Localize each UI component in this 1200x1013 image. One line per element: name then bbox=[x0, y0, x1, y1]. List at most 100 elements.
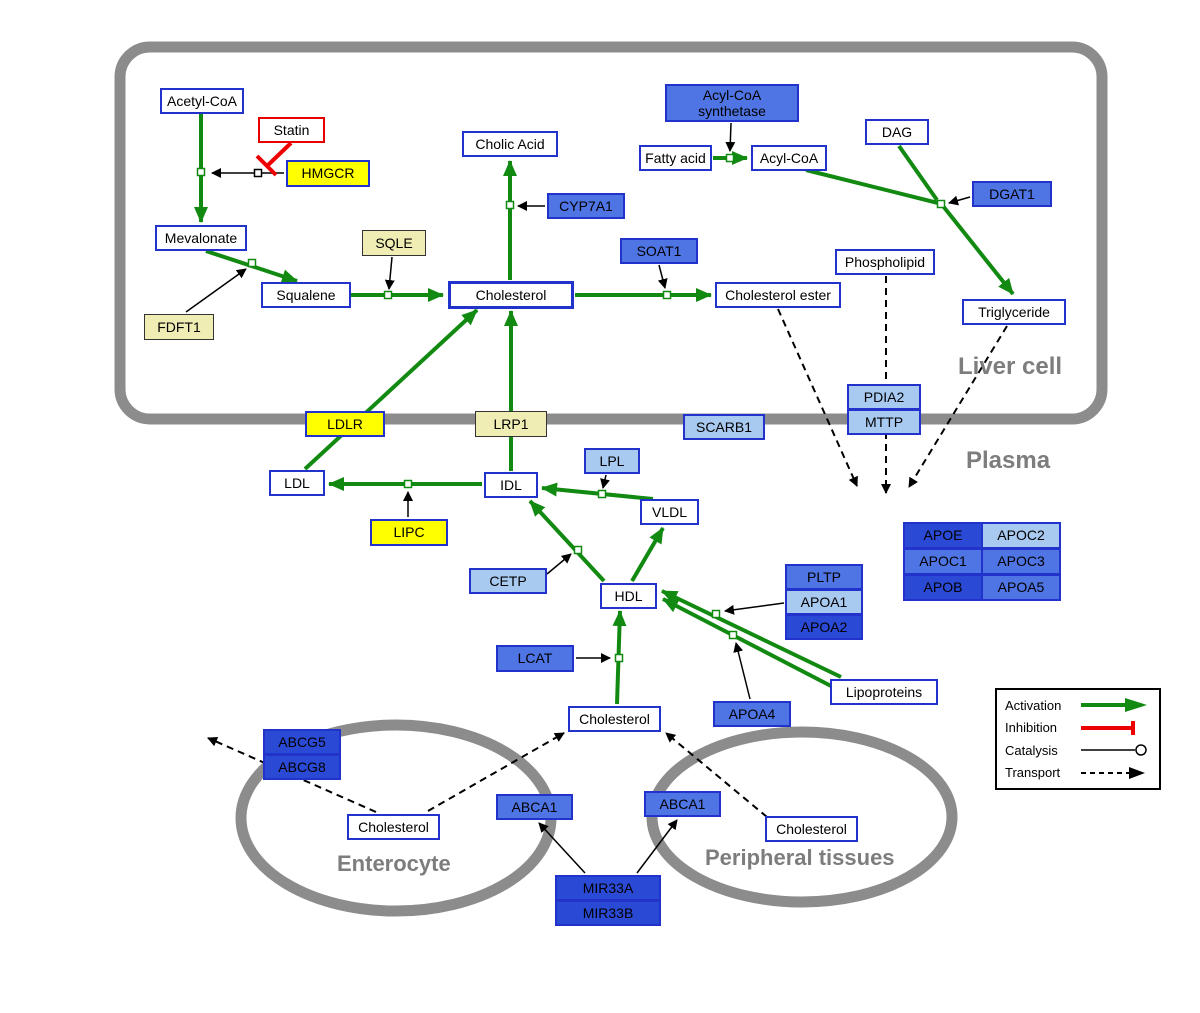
node-pdia2[interactable]: PDIA2 bbox=[847, 384, 921, 410]
catalysis-dgat1 bbox=[948, 195, 971, 206]
legend-activation-label: Activation bbox=[1005, 697, 1062, 713]
transport-peripheral-cholesterol bbox=[665, 732, 768, 818]
legend-inhibition: Inhibition bbox=[1005, 720, 1151, 736]
legend-transport-label: Transport bbox=[1005, 765, 1061, 781]
node-cyp7a1[interactable]: CYP7A1 bbox=[547, 193, 625, 219]
node-statin[interactable]: Statin bbox=[258, 117, 325, 143]
node-abcg5[interactable]: ABCG5 bbox=[263, 729, 341, 755]
node-cholesterol-enterocyte[interactable]: Cholesterol bbox=[347, 814, 440, 840]
legend-activation: Activation bbox=[1005, 697, 1151, 713]
transport-triglyceride-plasma bbox=[908, 325, 1008, 488]
node-fdft1[interactable]: FDFT1 bbox=[144, 314, 214, 340]
node-acyl-coa[interactable]: Acyl-CoA bbox=[751, 145, 827, 171]
node-cholesterol-ester[interactable]: Cholesterol ester bbox=[715, 282, 841, 308]
node-apoa2[interactable]: APOA2 bbox=[785, 614, 863, 640]
catalysis-acylcoa-synthetase bbox=[725, 122, 736, 152]
label-liver-cell: Liver cell bbox=[958, 353, 1063, 380]
node-lrp1[interactable]: LRP1 bbox=[475, 411, 547, 437]
node-abcg8[interactable]: ABCG8 bbox=[263, 754, 341, 780]
legend-transport: Transport bbox=[1005, 765, 1151, 781]
catalysis-soat1 bbox=[657, 264, 668, 289]
transport-enterocyte-cholesterol bbox=[427, 732, 565, 812]
node-phospholipid[interactable]: Phospholipid bbox=[835, 249, 935, 275]
catalysis-lpl bbox=[600, 474, 610, 489]
edge-acylcoa-dgatnode bbox=[805, 168, 939, 205]
node-acyl-coa-synthetase[interactable]: Acyl-CoA synthetase bbox=[665, 84, 799, 122]
edge-lipoproteins-hdl-2 bbox=[661, 589, 842, 679]
node-mir33b[interactable]: MIR33B bbox=[555, 900, 661, 926]
transport-dashed-arrow-icon bbox=[1081, 766, 1145, 779]
edge-vldl-idl bbox=[541, 482, 654, 501]
edge-dgatnode-triglyceride bbox=[941, 204, 1015, 296]
node-apoc1[interactable]: APOC1 bbox=[903, 548, 983, 575]
peripheral-tissues-membrane bbox=[646, 726, 958, 908]
node-dag[interactable]: DAG bbox=[865, 119, 929, 145]
node-vldl[interactable]: VLDL bbox=[640, 499, 699, 525]
node-cetp[interactable]: CETP bbox=[469, 568, 547, 594]
junction-nodes bbox=[196, 153, 946, 663]
node-apob[interactable]: APOB bbox=[903, 574, 983, 601]
node-apoc3[interactable]: APOC3 bbox=[981, 548, 1061, 575]
node-hmgcr[interactable]: HMGCR bbox=[286, 160, 370, 187]
node-abca1-peripheral[interactable]: ABCA1 bbox=[644, 791, 721, 817]
catalysis-circle-icon bbox=[1081, 744, 1147, 756]
node-scarb1[interactable]: SCARB1 bbox=[683, 414, 765, 440]
catalysis-fdft1 bbox=[185, 268, 247, 313]
node-lipoproteins[interactable]: Lipoproteins bbox=[830, 679, 938, 705]
node-mttp[interactable]: MTTP bbox=[847, 409, 921, 435]
legend: Activation Inhibition Catalysis Transpor… bbox=[995, 688, 1161, 790]
legend-catalysis: Catalysis bbox=[1005, 742, 1151, 758]
label-plasma: Plasma bbox=[966, 447, 1051, 474]
node-apoc2[interactable]: APOC2 bbox=[981, 522, 1061, 549]
activation-edges bbox=[194, 114, 1015, 705]
node-mevalonate[interactable]: Mevalonate bbox=[155, 225, 247, 251]
node-cholic-acid[interactable]: Cholic Acid bbox=[462, 131, 558, 157]
node-apoa4[interactable]: APOA4 bbox=[713, 701, 791, 727]
edge-dag-dgatnode bbox=[897, 144, 939, 202]
node-ldlr[interactable]: LDLR bbox=[305, 411, 385, 437]
node-lipc[interactable]: LIPC bbox=[370, 519, 448, 546]
node-cholesterol-liver[interactable]: Cholesterol bbox=[448, 281, 574, 309]
node-mir33a[interactable]: MIR33A bbox=[555, 875, 661, 901]
node-cholesterol-plasma[interactable]: Cholesterol bbox=[568, 706, 661, 732]
node-idl[interactable]: IDL bbox=[484, 472, 538, 498]
node-fatty-acid[interactable]: Fatty acid bbox=[639, 145, 712, 171]
edge-hdl-idl bbox=[528, 499, 606, 583]
node-abca1-enterocyte[interactable]: ABCA1 bbox=[496, 794, 573, 820]
node-triglyceride[interactable]: Triglyceride bbox=[962, 299, 1066, 325]
inhibition-edge bbox=[255, 141, 293, 177]
node-lpl[interactable]: LPL bbox=[584, 448, 640, 474]
node-dgat1[interactable]: DGAT1 bbox=[972, 181, 1052, 207]
transport-cholesterolester-plasma bbox=[777, 308, 858, 487]
inhibition-statin-line bbox=[265, 141, 293, 168]
edge-hdl-vldl bbox=[630, 526, 665, 583]
label-peripheral-tissues: Peripheral tissues bbox=[705, 845, 895, 870]
node-hdl[interactable]: HDL bbox=[600, 583, 657, 609]
transport-enterocyte-efflux bbox=[207, 737, 377, 813]
node-apoa1[interactable]: APOA1 bbox=[785, 589, 863, 615]
inhibition-statin-bar bbox=[255, 154, 278, 177]
catalysis-sqle bbox=[384, 256, 395, 290]
membranes bbox=[114, 41, 1108, 917]
catalysis-apoa4 bbox=[733, 642, 751, 700]
node-pltp[interactable]: PLTP bbox=[785, 564, 863, 590]
liver-cell-membrane bbox=[114, 41, 1108, 425]
legend-inhibition-label: Inhibition bbox=[1005, 720, 1058, 736]
catalysis-apoa-group bbox=[724, 602, 785, 615]
node-cholesterol-peripheral[interactable]: Cholesterol bbox=[765, 816, 858, 842]
node-soat1[interactable]: SOAT1 bbox=[620, 238, 698, 264]
legend-catalysis-label: Catalysis bbox=[1005, 742, 1058, 758]
node-sqle[interactable]: SQLE bbox=[362, 230, 426, 256]
node-lcat[interactable]: LCAT bbox=[496, 645, 574, 672]
edge-mir33-abca1-peripheral bbox=[636, 819, 678, 874]
node-ldl[interactable]: LDL bbox=[269, 470, 325, 496]
node-acetyl-coa[interactable]: Acetyl-CoA bbox=[160, 88, 244, 114]
edge-lipoproteins-hdl-1 bbox=[662, 597, 832, 688]
inhibition-tbar-icon bbox=[1081, 720, 1135, 735]
node-apoe[interactable]: APOE bbox=[903, 522, 983, 549]
node-apoa5[interactable]: APOA5 bbox=[981, 574, 1061, 601]
catalysis-cetp bbox=[546, 553, 572, 575]
node-squalene[interactable]: Squalene bbox=[261, 282, 351, 308]
